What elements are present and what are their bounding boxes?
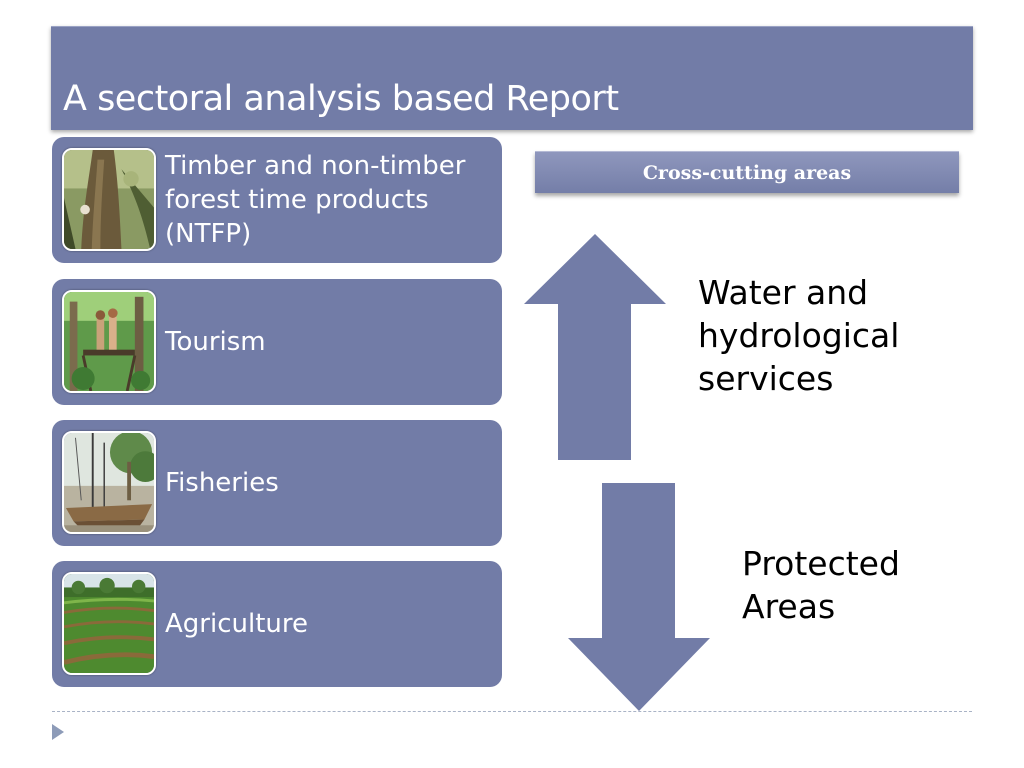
protected-line-2: Areas <box>742 587 836 626</box>
down-arrow-shape <box>568 483 710 711</box>
sector-label-fisheries: Fisheries <box>165 468 279 498</box>
cross-cutting-header: Cross-cutting areas <box>535 151 959 193</box>
water-line-2: hydrological <box>698 316 900 355</box>
water-line-3: services <box>698 359 834 398</box>
sector-box-agriculture: Agriculture <box>52 561 502 687</box>
water-line-1: Water and <box>698 273 869 312</box>
footer-divider <box>52 711 972 712</box>
sector-label-agriculture: Agriculture <box>165 609 308 639</box>
sector-label-tourism: Tourism <box>165 327 266 357</box>
protected-line-1: Protected <box>742 544 900 583</box>
tourists-forest-icon <box>62 290 156 393</box>
tree-trunk-icon <box>62 148 156 251</box>
slide-title: A sectoral analysis based Report <box>63 79 619 119</box>
play-triangle-icon[interactable] <box>51 723 65 741</box>
crop-field-icon <box>62 572 156 675</box>
cross-cutting-item-protected: Protected Areas <box>742 542 900 628</box>
sector-box-tourism: Tourism <box>52 279 502 405</box>
sector-box-fisheries: Fisheries <box>52 420 502 546</box>
sector-box-ntfp: Timber and non-timber forest time produc… <box>52 137 502 263</box>
title-bar: A sectoral analysis based Report <box>51 26 973 130</box>
fishing-boat-icon <box>62 431 156 534</box>
sector-label-ntfp: Timber and non-timber forest time produc… <box>165 151 466 249</box>
arrows-diagram <box>524 234 710 711</box>
cross-cutting-item-water: Water and hydrological services <box>698 271 899 400</box>
up-arrow-shape <box>524 234 666 460</box>
